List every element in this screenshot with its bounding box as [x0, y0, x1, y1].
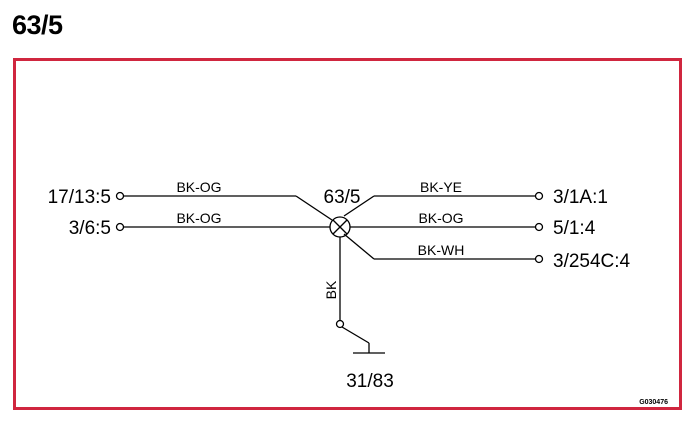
wire-label-left-1: BK-OG [176, 179, 221, 195]
page-title: 63/5 [12, 10, 63, 40]
wire-left-1-diag [295, 195, 333, 221]
diagram-frame [13, 58, 682, 410]
wire-label-right-1: BK-YE [420, 179, 462, 195]
terminal-right-3-icon [534, 254, 544, 264]
terminal-ground-icon [335, 319, 345, 329]
terminal-right-2-icon [534, 222, 544, 232]
figure-code: G030476 [639, 399, 668, 406]
terminal-label-right-2: 5/1:4 [553, 218, 596, 239]
terminal-label-right-1: 3/1A:1 [553, 187, 608, 208]
terminal-left-2-icon [115, 222, 125, 232]
wire-label-ground: BK [323, 280, 339, 299]
wire-label-left-2: BK-OG [176, 210, 221, 226]
splice-icon [329, 216, 351, 238]
terminal-right-1-icon [534, 191, 544, 201]
terminal-label-right-3: 3/254C:4 [553, 251, 631, 272]
wire-label-right-2: BK-OG [418, 210, 463, 226]
wire-label-right-3: BK-WH [418, 242, 465, 258]
terminal-left-1-icon [115, 191, 125, 201]
wire-right-3-diag [343, 233, 375, 260]
terminal-label-left-1: 17/13:5 [48, 187, 111, 208]
ground-switch [341, 326, 370, 344]
wire-right-1-diag [343, 195, 375, 217]
terminal-label-left-2: 3/6:5 [69, 218, 111, 239]
splice-label: 63/5 [324, 187, 361, 208]
ground-label: 31/83 [346, 371, 394, 392]
